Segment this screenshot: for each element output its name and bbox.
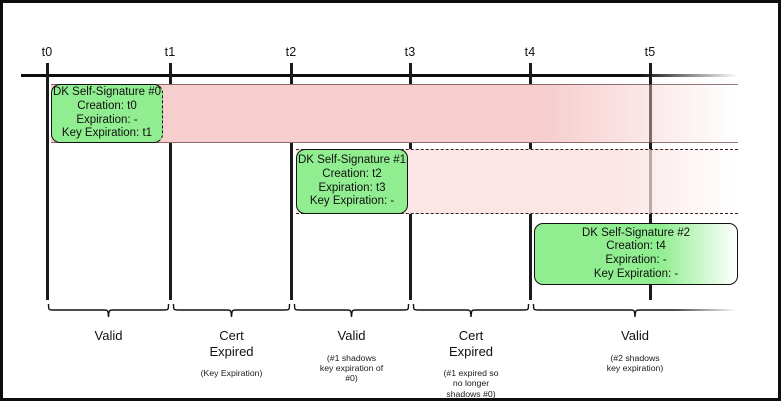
period-label: Valid	[621, 328, 649, 343]
signature-field: Creation: t2	[322, 167, 382, 180]
signature-field: Key Expiration: -	[593, 267, 679, 280]
period-brace-period-4	[532, 302, 738, 322]
timeline-tick-t0	[46, 63, 49, 300]
timeline-tick-label-t5: t5	[644, 45, 656, 59]
period-caption-period-1: Cert Expired (Key Expiration)	[172, 328, 291, 378]
signature-field: Creation: t0	[77, 99, 137, 112]
period-brace-period-1	[172, 302, 291, 322]
signature-field: Key Expiration: t1	[61, 127, 153, 140]
signature-field: Key Expiration: -	[309, 195, 395, 208]
period-sublabel: (#1 expired so no longer shadows #0)	[443, 368, 499, 399]
period-caption-period-2: Valid (#1 shadows key expiration of #0)	[293, 328, 410, 384]
period-sublabel: (Key Expiration)	[200, 368, 263, 378]
signature-field: Creation: t4	[606, 240, 666, 253]
period-label: Cert Expired	[448, 328, 494, 359]
timeline-tick-label-t2: t2	[285, 45, 297, 59]
timeline-tick-t1	[169, 63, 172, 300]
period-label: Valid	[337, 328, 366, 343]
signature-field: Expiration: t3	[318, 181, 386, 194]
timeline-tick-label-t3: t3	[404, 45, 416, 59]
period-sublabel: (#2 shadows key expiration)	[606, 352, 664, 373]
signature-title: DK Self-Signature #0	[52, 86, 162, 99]
timeline-tick-t2	[290, 63, 293, 300]
signature-field: Expiration: -	[76, 113, 138, 126]
timeline-axis	[21, 74, 738, 77]
signature-title: DK Self-Signature #1	[297, 154, 407, 167]
signature-title: DK Self-Signature #2	[581, 226, 691, 239]
period-sublabel: (#1 shadows key expiration of #0)	[319, 352, 384, 384]
period-caption-period-0: Valid	[47, 328, 170, 344]
period-brace-period-0	[47, 302, 170, 322]
period-brace-period-2	[293, 302, 410, 322]
period-brace-period-3	[412, 302, 530, 322]
timeline-tick-label-t0: t0	[41, 45, 53, 59]
period-caption-period-3: Cert Expired (#1 expired so no longer sha…	[412, 328, 530, 399]
period-label: Cert Expired	[209, 328, 254, 359]
period-caption-period-4: Valid (#2 shadows key expiration)	[532, 328, 738, 373]
timeline-tick-label-t1: t1	[164, 45, 176, 59]
band-cert-expired-0	[51, 84, 738, 143]
period-label: Valid	[94, 328, 123, 343]
timeline-tick-label-t4: t4	[524, 45, 536, 59]
signature-field: Expiration: -	[605, 254, 667, 266]
